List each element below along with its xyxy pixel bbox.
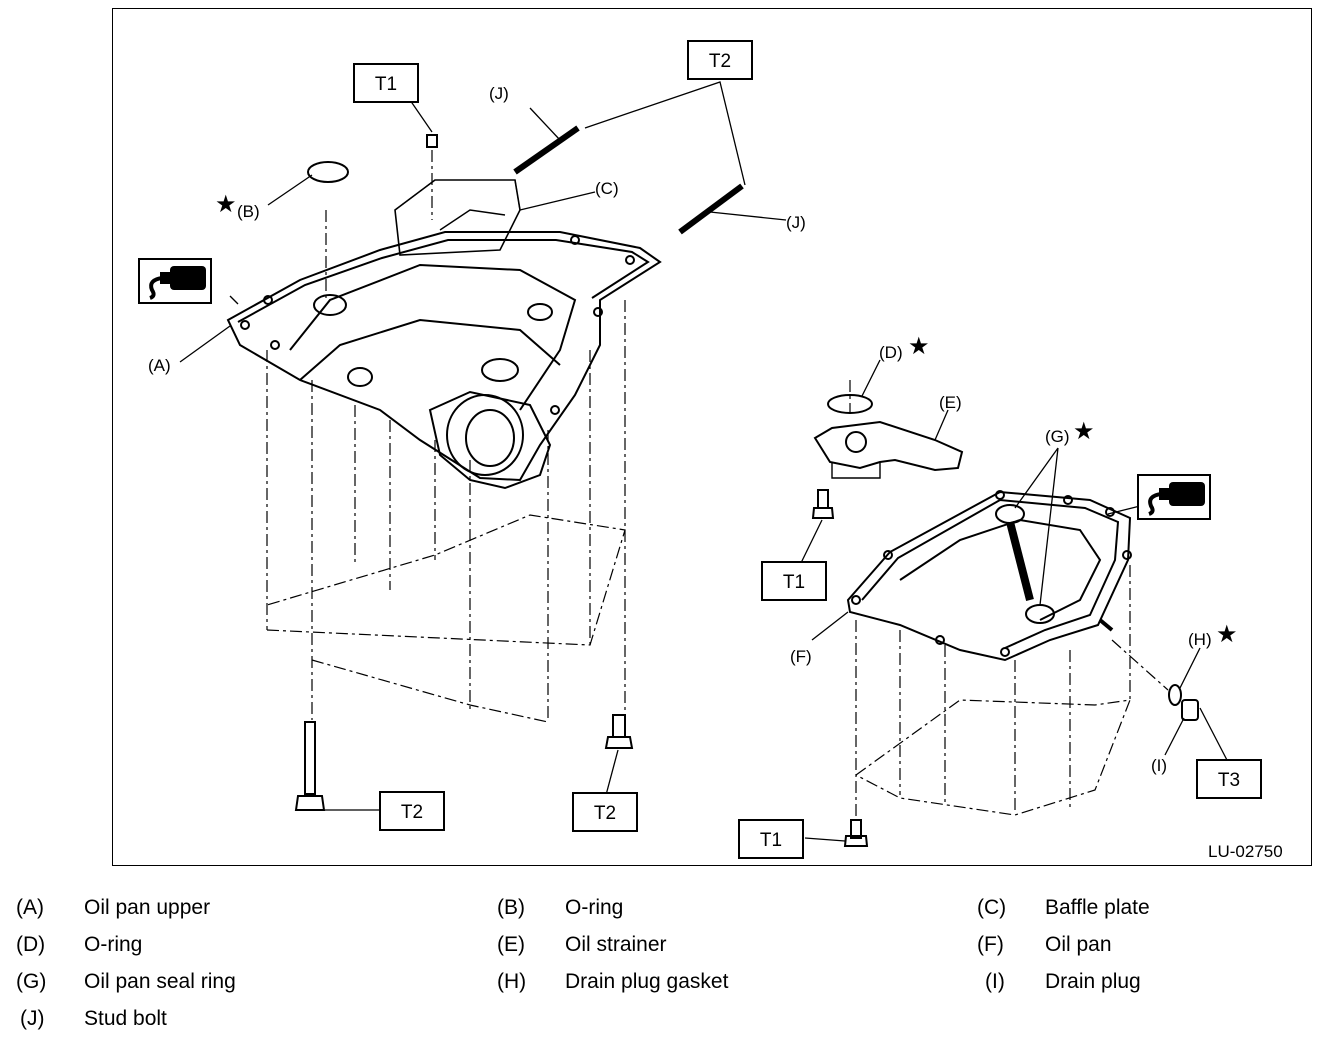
torque-boxes: T1 T2 T2 T2 T1 T1 T3 [353, 40, 1262, 859]
callout-e: (E) [939, 393, 962, 412]
torque-box-t3: T3 [1196, 759, 1262, 799]
callout-d: (D) [879, 343, 903, 362]
svg-text:T2: T2 [401, 802, 423, 823]
star-icon: ★ [215, 190, 237, 218]
callout-i: (I) [1151, 756, 1167, 775]
legend-key: (D) [16, 933, 46, 956]
svg-text:T2: T2 [709, 51, 731, 72]
torque-box-t1-top: T1 [353, 63, 419, 103]
oil-pan-drawing [811, 380, 1199, 847]
callout-j-top: (J) [489, 84, 509, 103]
legend-key: (I) [985, 970, 1005, 993]
svg-text:T2: T2 [594, 803, 616, 824]
svg-text:T3: T3 [1218, 770, 1240, 791]
legend-key: (F) [977, 933, 1004, 956]
legend-name: Stud bolt [84, 1007, 167, 1030]
torque-box-t1-strainer: T1 [761, 561, 827, 601]
legend-name: Oil pan seal ring [84, 970, 236, 993]
legend-key: (A) [16, 896, 44, 919]
legend-name: Oil pan [1045, 933, 1112, 956]
torque-box-t2-top: T2 [687, 40, 753, 80]
legend-key: (B) [497, 896, 525, 919]
callout-c: (C) [595, 179, 619, 198]
torque-box-t2-bottom-left: T2 [379, 791, 445, 831]
legend-name: O-ring [84, 933, 143, 956]
callout-g: (G) [1045, 427, 1070, 446]
legend-row: (A) Oil pan upper (B) O-ring (C) Baffle … [0, 896, 1344, 926]
callout-f: (F) [790, 647, 812, 666]
oil-pan-upper-drawing [226, 125, 744, 811]
legend-name: Oil strainer [565, 933, 667, 956]
legend-key: (C) [977, 896, 1007, 919]
leader-lines [179, 81, 1229, 842]
callout-b: (B) [237, 202, 260, 221]
callout-a: (A) [148, 356, 171, 375]
callout-labels: (B) (A) (J) (C) (J) (D) (E) (G) (F) (H) … [148, 84, 1212, 775]
legend-name: Baffle plate [1045, 896, 1150, 919]
liquid-gasket-icon [1137, 474, 1211, 520]
legend-row: (G) Oil pan seal ring (H) Drain plug gas… [0, 970, 1344, 1000]
legend-key: (J) [20, 1007, 45, 1030]
svg-text:T1: T1 [375, 74, 397, 95]
star-icon: ★ [908, 332, 930, 360]
figure-frame [112, 8, 1312, 866]
torque-box-t1-bottom: T1 [738, 819, 804, 859]
legend-name: Oil pan upper [84, 896, 211, 919]
legend-key: (H) [497, 970, 527, 993]
exploded-diagram: (B) (A) (J) (C) (J) (D) (E) (G) (F) (H) … [138, 40, 1262, 859]
legend-row: (D) O-ring (E) Oil strainer (F) Oil pan [0, 933, 1344, 963]
callout-h: (H) [1188, 630, 1212, 649]
legend-row: (J) Stud bolt [0, 1007, 1344, 1037]
legend-key: (G) [16, 970, 47, 993]
parts-legend: (A) Oil pan upper (B) O-ring (C) Baffle … [0, 892, 1344, 1042]
star-icon: ★ [1216, 620, 1238, 648]
star-marks: ★ ★ ★ ★ [215, 190, 1238, 648]
liquid-gasket-icon [138, 258, 212, 304]
figure-id: LU-02750 [1208, 842, 1283, 861]
callout-j-right: (J) [786, 213, 806, 232]
svg-text:T1: T1 [760, 830, 782, 851]
star-icon: ★ [1073, 417, 1095, 445]
legend-name: Drain plug [1045, 970, 1141, 993]
legend-name: O-ring [565, 896, 624, 919]
legend-name: Drain plug gasket [565, 970, 729, 993]
torque-box-t2-bottom-right: T2 [572, 792, 638, 832]
legend-key: (E) [497, 933, 525, 956]
svg-text:T1: T1 [783, 572, 805, 593]
